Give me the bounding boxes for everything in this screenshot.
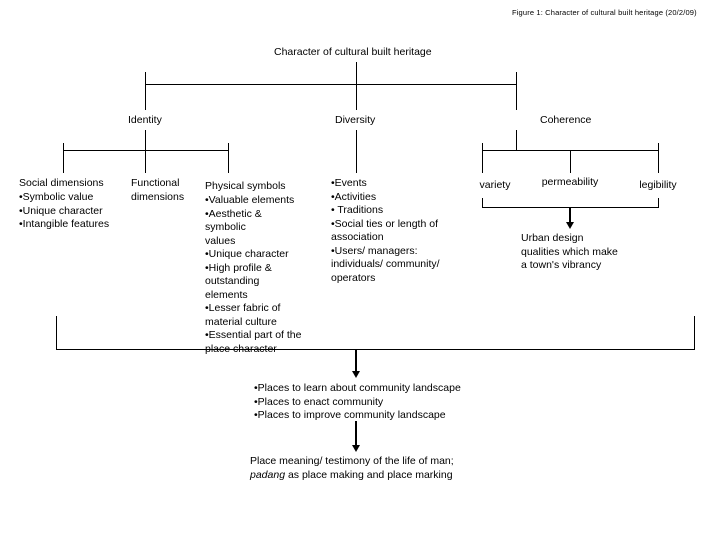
branch-label-diversity: Diversity [335,114,376,126]
main-branch-bar [145,84,516,85]
coherence-child-stem-permeability [570,150,571,173]
coherence-child-legibility: legibility [639,179,677,191]
root-connector-stem [356,62,357,84]
identity-split-stem [145,130,146,150]
identity-physical-items: •Valuable elements •Aesthetic & symbolic… [205,194,302,355]
outcomes-items: •Places to learn about community landsca… [254,382,461,421]
outcomes-arrow-stem [355,349,357,373]
coherence-summary-text: Urban design qualities which make a town… [521,232,618,271]
coherence-merge-stub-left [482,198,483,208]
diversity-child-stem [356,130,357,173]
conclusion-text: Place meaning/ testimony of the life of … [250,455,480,482]
conclusion-line-2-rest: as place making and place marking [285,468,453,481]
conclusion-arrow-head [352,445,360,452]
branch-label-coherence: Coherence [540,114,592,126]
outcomes-merge-bar [56,349,695,350]
coherence-summary-arrow-head [566,222,574,229]
outcomes-arrow-head [352,371,360,378]
coherence-branch-stem [516,72,517,110]
coherence-child-permeability: permeability [541,176,599,188]
coherence-child-stem-legibility [658,143,659,173]
identity-split-bar [63,150,229,151]
conclusion-arrow-stem [355,421,357,447]
identity-physical-title: Physical symbols [205,180,286,192]
identity-social-items: •Symbolic value •Unique character •Intan… [19,191,110,230]
identity-child-stem-physical [228,143,229,173]
coherence-child-variety: variety [479,179,511,191]
coherence-summary-arrow-stem [569,207,571,224]
coherence-split-stem [516,130,517,150]
root-heading: Character of cultural built heritage [274,46,432,58]
identity-child-stem-functional [145,150,146,173]
figure-caption: Figure 1: Character of cultural built he… [512,8,697,17]
identity-child-stem-social [63,143,64,173]
coherence-merge-stub-right [658,198,659,208]
identity-social-title: Social dimensions [19,177,104,189]
conclusion-italic-term: padang [250,468,286,481]
coherence-child-stem-variety [482,143,483,173]
outcomes-merge-stub-left [56,316,57,350]
diversity-items: •Events •Activities • Traditions •Social… [331,177,440,284]
conclusion-line-1: Place meaning/ testimony of the life of … [250,455,454,467]
branch-label-identity: Identity [128,114,162,126]
diversity-branch-stem [356,84,357,110]
identity-functional-title: Functional dimensions [131,177,185,203]
outcomes-merge-stub-right [694,316,695,350]
identity-branch-stem [145,72,146,110]
